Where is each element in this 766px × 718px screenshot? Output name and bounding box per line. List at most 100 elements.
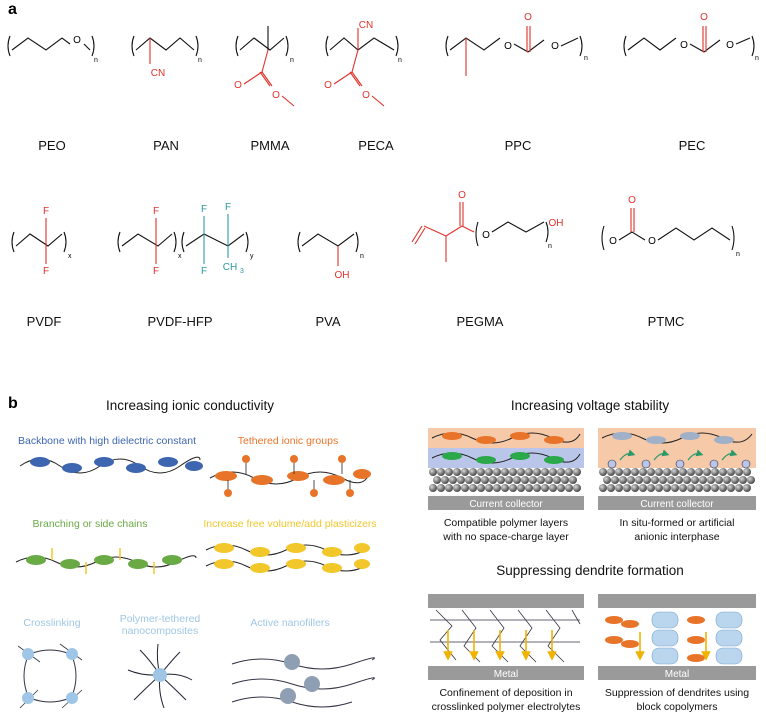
dendrite-caption-1b: crosslinked polymer electrolytes xyxy=(432,701,581,713)
voltage-stability-title: Increasing voltage stability xyxy=(511,398,670,413)
metal-atom xyxy=(453,484,461,492)
svg-text:O: O xyxy=(73,35,81,46)
metal-atom xyxy=(735,468,743,476)
metal-atom xyxy=(727,468,735,476)
metal-atom xyxy=(719,468,727,476)
svg-text:n: n xyxy=(290,57,294,64)
metal-atom xyxy=(561,476,569,484)
dendrite-caption-2a: Suppression of dendrites using xyxy=(605,687,749,699)
metal-atom xyxy=(675,476,683,484)
metal-atom xyxy=(469,484,477,492)
metal-atom xyxy=(747,476,755,484)
metal-atom xyxy=(671,484,679,492)
metal-atom xyxy=(525,484,533,492)
metal-atom xyxy=(679,468,687,476)
metal-atom xyxy=(477,468,485,476)
nanofiller-chains xyxy=(231,654,375,708)
label-ppc: PPC xyxy=(505,138,532,153)
svg-text:y: y xyxy=(250,253,254,260)
label-pvdf: PVDF xyxy=(27,314,62,329)
structure-ptmc: O O O n xyxy=(601,195,740,258)
metal-atom xyxy=(453,468,461,476)
metal-atom xyxy=(429,468,437,476)
metal-label-2: Metal xyxy=(665,669,689,680)
metal-atom xyxy=(603,476,611,484)
svg-text:F: F xyxy=(43,206,49,217)
svg-text:OH: OH xyxy=(335,270,350,281)
metal-label-1: Metal xyxy=(494,669,518,680)
label-ptmc: PTMC xyxy=(648,314,685,329)
svg-text:OH: OH xyxy=(549,218,564,229)
metal-atom xyxy=(743,484,751,492)
svg-text:n: n xyxy=(198,57,202,64)
metal-atom xyxy=(549,484,557,492)
svg-text:O: O xyxy=(362,90,370,101)
panel-a-letter: a xyxy=(8,1,17,18)
svg-text:F: F xyxy=(201,204,207,215)
nanofillers-label: Active nanofillers xyxy=(250,617,329,629)
svg-text:x: x xyxy=(68,253,72,260)
metal-atom xyxy=(655,484,663,492)
metal-atom xyxy=(433,476,441,484)
metal-atom xyxy=(743,468,751,476)
metal-atom xyxy=(541,468,549,476)
metal-atom xyxy=(437,484,445,492)
metal-atom xyxy=(517,484,525,492)
metal-atom xyxy=(445,468,453,476)
metal-atom xyxy=(735,484,743,492)
label-pec: PEC xyxy=(679,138,706,153)
label-pan: PAN xyxy=(153,138,179,153)
svg-text:CN: CN xyxy=(359,20,373,31)
label-pva: PVA xyxy=(315,314,340,329)
branching-label: Branching or side chains xyxy=(33,518,148,530)
label-peca: PECA xyxy=(358,138,394,153)
structure-ppc: O O O n xyxy=(445,12,588,76)
metal-atom xyxy=(619,476,627,484)
metal-atom xyxy=(485,484,493,492)
svg-text:3: 3 xyxy=(240,268,244,275)
metal-atom xyxy=(569,476,577,484)
metal-atom xyxy=(647,484,655,492)
metal-atom xyxy=(639,468,647,476)
label-peo: PEO xyxy=(38,138,65,153)
metal-atom xyxy=(703,468,711,476)
branching-chain xyxy=(15,548,197,574)
label-pvdf-hfp: PVDF-HFP xyxy=(148,314,213,329)
metal-atom xyxy=(537,476,545,484)
svg-text:O: O xyxy=(524,12,532,23)
metal-atom xyxy=(623,468,631,476)
voltage-caption-1b: with no space-charge layer xyxy=(442,531,569,543)
metal-atom xyxy=(565,468,573,476)
structure-pegma: O O n OH xyxy=(411,190,564,262)
metal-atom xyxy=(513,476,521,484)
svg-text:O: O xyxy=(726,40,734,51)
voltage-caption-2b: anionic interphase xyxy=(634,531,719,543)
metal-atom xyxy=(521,476,529,484)
svg-text:O: O xyxy=(609,236,617,247)
metal-atom xyxy=(615,484,623,492)
metal-atom xyxy=(445,484,453,492)
svg-text:O: O xyxy=(324,80,332,91)
svg-text:n: n xyxy=(548,243,552,250)
svg-text:O: O xyxy=(680,40,688,51)
metal-atom xyxy=(493,484,501,492)
metal-atom xyxy=(683,476,691,484)
label-pmma: PMMA xyxy=(251,138,290,153)
svg-text:F: F xyxy=(153,206,159,217)
current-collector-label-2: Current collector xyxy=(640,499,714,510)
svg-text:O: O xyxy=(628,195,636,206)
nanocomposite-star xyxy=(127,643,193,709)
metal-atom xyxy=(509,484,517,492)
structure-pvdf-hfp: x F F y F F F CH 3 xyxy=(117,202,254,277)
structure-pan: n CN xyxy=(131,35,202,79)
current-collector-label-1: Current collector xyxy=(469,499,543,510)
metal-atom xyxy=(695,484,703,492)
metal-atom xyxy=(599,468,607,476)
metal-atom xyxy=(719,484,727,492)
svg-text:n: n xyxy=(755,55,759,62)
metal-atom xyxy=(739,476,747,484)
metal-atom xyxy=(723,476,731,484)
dendrite-caption-1a: Confinement of deposition in xyxy=(439,687,572,699)
metal-atom xyxy=(509,468,517,476)
metal-atom xyxy=(667,476,675,484)
